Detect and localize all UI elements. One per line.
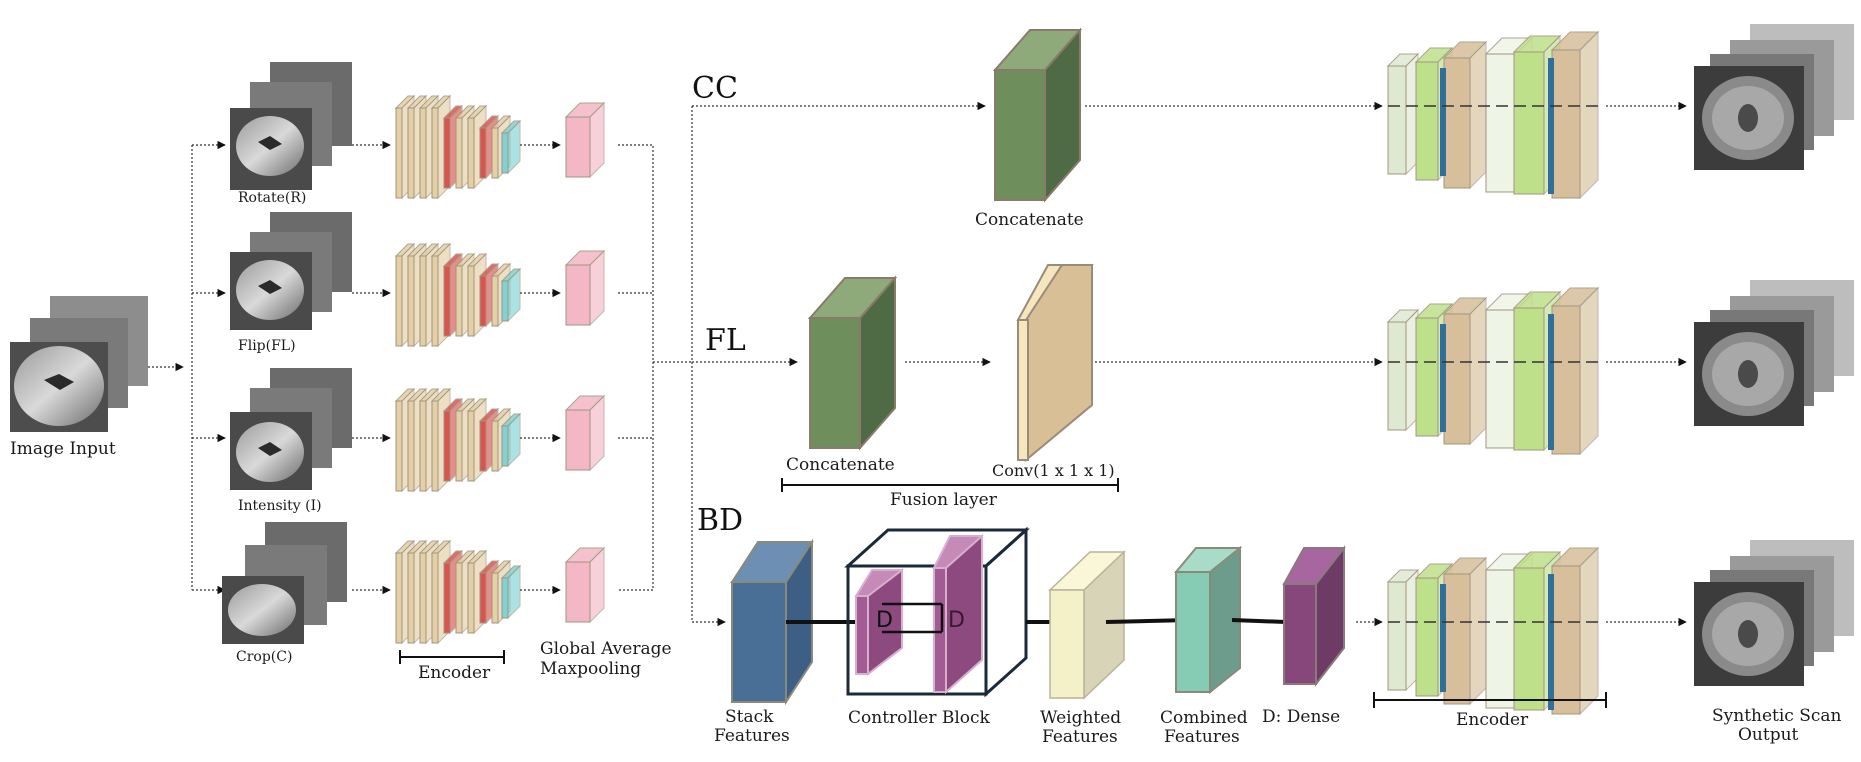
encoder-row: [352, 539, 606, 645]
output-scan-stack: [1694, 540, 1854, 686]
branch-label-fl: FL: [705, 323, 746, 358]
bd-dense-block: [1282, 545, 1346, 687]
bd-combined-features-block: [1173, 545, 1243, 695]
bd-stack-features-block: [730, 538, 814, 706]
encoder-left-bracket: [399, 650, 505, 664]
encoder-layer: [500, 412, 522, 468]
augment-flip-stack: [192, 212, 352, 330]
encoder-row: [352, 242, 606, 348]
fl-conv-label: Conv(1 x 1 x 1): [992, 461, 1115, 480]
decoder-block: [1386, 286, 1687, 456]
augment-label-intensity: Intensity (I): [238, 498, 322, 514]
decoder-rows: [1386, 30, 1687, 716]
bd-dense-label: D: Dense: [1262, 707, 1340, 727]
bd-weighted-features-block: [1048, 550, 1126, 700]
augment-intensity-stack: [192, 368, 352, 490]
pooling-block: [564, 101, 606, 179]
encoder-right-label: Encoder: [1456, 710, 1529, 730]
decoder-block: [1386, 546, 1687, 716]
bd-stack-label-line2: Features: [714, 726, 790, 746]
decoder-layer: [1442, 556, 1488, 706]
decoder-layer: [1386, 568, 1420, 692]
encoder-layer: [500, 564, 522, 620]
cc-concatenate-block: [992, 27, 1083, 203]
output-scan-stacks: [1694, 24, 1854, 686]
bd-weighted-label-line1: Weighted: [1040, 708, 1121, 728]
decoder-layer: [1442, 296, 1488, 446]
encoder-layer: [500, 119, 522, 175]
encoder-layer: [500, 267, 522, 323]
controller-dense-letter-2: D: [948, 608, 965, 633]
bd-controller-block: [844, 526, 1030, 698]
decoder-layer: [1442, 40, 1488, 190]
pooling-block: [564, 249, 606, 327]
pooling-block: [564, 394, 606, 472]
fusion-layer-bracket: [781, 478, 1119, 492]
pooling-label-line2: Maxpooling: [540, 659, 641, 679]
augment-label-crop: Crop(C): [236, 649, 292, 665]
augment-label-rotate: Rotate(R): [238, 190, 306, 206]
branch-label-cc: CC: [692, 71, 738, 106]
fl-concatenate-block: [807, 275, 898, 451]
fl-conv-block: [1016, 264, 1094, 463]
decoder-layer: [1550, 546, 1600, 716]
output-label-line1: Synthetic Scan: [1712, 706, 1842, 726]
bd-weighted-label-line2: Features: [1042, 727, 1118, 747]
fusion-layer-label: Fusion layer: [890, 490, 998, 510]
pooling-label-line1: Global Average: [540, 639, 672, 659]
encoder-rows: [352, 94, 606, 645]
decoder-layer: [1484, 36, 1534, 194]
bd-combined-label-line1: Combined: [1160, 708, 1248, 728]
input-scan-stack: [10, 296, 148, 432]
branch-label-bd: BD: [697, 503, 743, 538]
augment-crop-stack: [192, 522, 347, 644]
augmentation-column: Rotate(R) Flip(FL) Intensity (I): [192, 62, 352, 665]
bd-line-4: [1231, 618, 1287, 624]
bd-stack-label-line1: Stack: [725, 707, 774, 727]
input-label: Image Input: [10, 439, 116, 459]
controller-dense-letter-1: D: [876, 608, 893, 633]
fl-concat-label: Concatenate: [786, 455, 895, 475]
pooling-merge-lines: [618, 106, 693, 622]
augment-label-flip: Flip(FL): [238, 338, 296, 354]
decoder-layer: [1386, 308, 1420, 432]
decoder-layer: [1550, 286, 1600, 456]
decoder-layer: [1550, 30, 1600, 200]
decoder-layer: [1386, 52, 1420, 176]
encoder-row: [352, 387, 606, 493]
augment-rotate-stack: [192, 62, 352, 190]
output-scan-stack: [1694, 24, 1854, 170]
output-label-line2: Output: [1738, 725, 1799, 745]
pooling-block: [564, 546, 606, 624]
encoder-right-bracket: [1373, 692, 1607, 708]
encoder-row: [352, 94, 606, 200]
encoder-left-label: Encoder: [418, 663, 491, 683]
output-scan-stack: [1694, 280, 1854, 426]
decoder-block: [1386, 30, 1687, 200]
cc-concat-label: Concatenate: [975, 210, 1084, 230]
bd-controller-label: Controller Block: [848, 708, 991, 728]
bd-combined-label-line2: Features: [1164, 727, 1240, 747]
